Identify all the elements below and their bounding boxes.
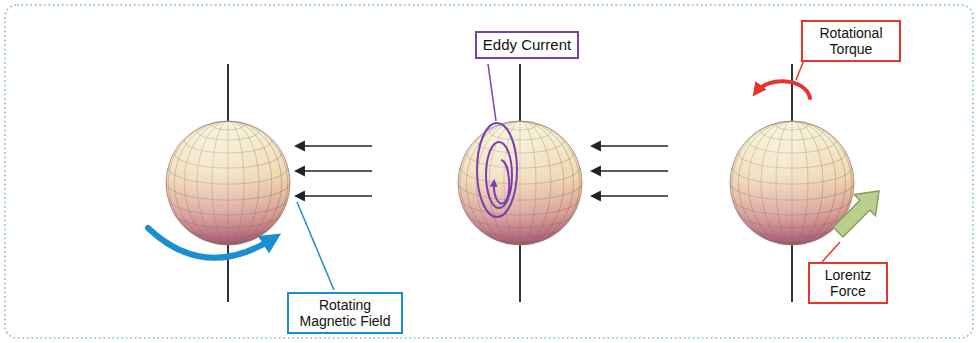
leader-line: [488, 64, 496, 121]
leader-line: [822, 242, 840, 262]
leader-line: [297, 202, 334, 290]
callout-box: Rotating Magnetic Field: [287, 292, 403, 334]
spheres: [166, 64, 854, 302]
sphere: [166, 64, 290, 302]
dotted-frame: [5, 5, 973, 338]
callout-label: Rotating Magnetic Field: [295, 297, 395, 329]
field-arrows: [296, 146, 668, 196]
force-arrow: [827, 180, 889, 242]
torque-arrow: [756, 81, 810, 98]
callout-box: Eddy Current: [475, 31, 579, 58]
callout-label: Lorentz Force: [816, 267, 880, 299]
eddy-spiral: [477, 123, 517, 217]
callout-label: Eddy Current: [483, 36, 571, 53]
sphere: [458, 64, 582, 302]
callout-box: Rotational Torque: [801, 20, 901, 62]
callout-box: Lorentz Force: [808, 262, 888, 304]
rotation-arrow: [148, 228, 274, 258]
callout-label: Rotational Torque: [809, 25, 893, 57]
